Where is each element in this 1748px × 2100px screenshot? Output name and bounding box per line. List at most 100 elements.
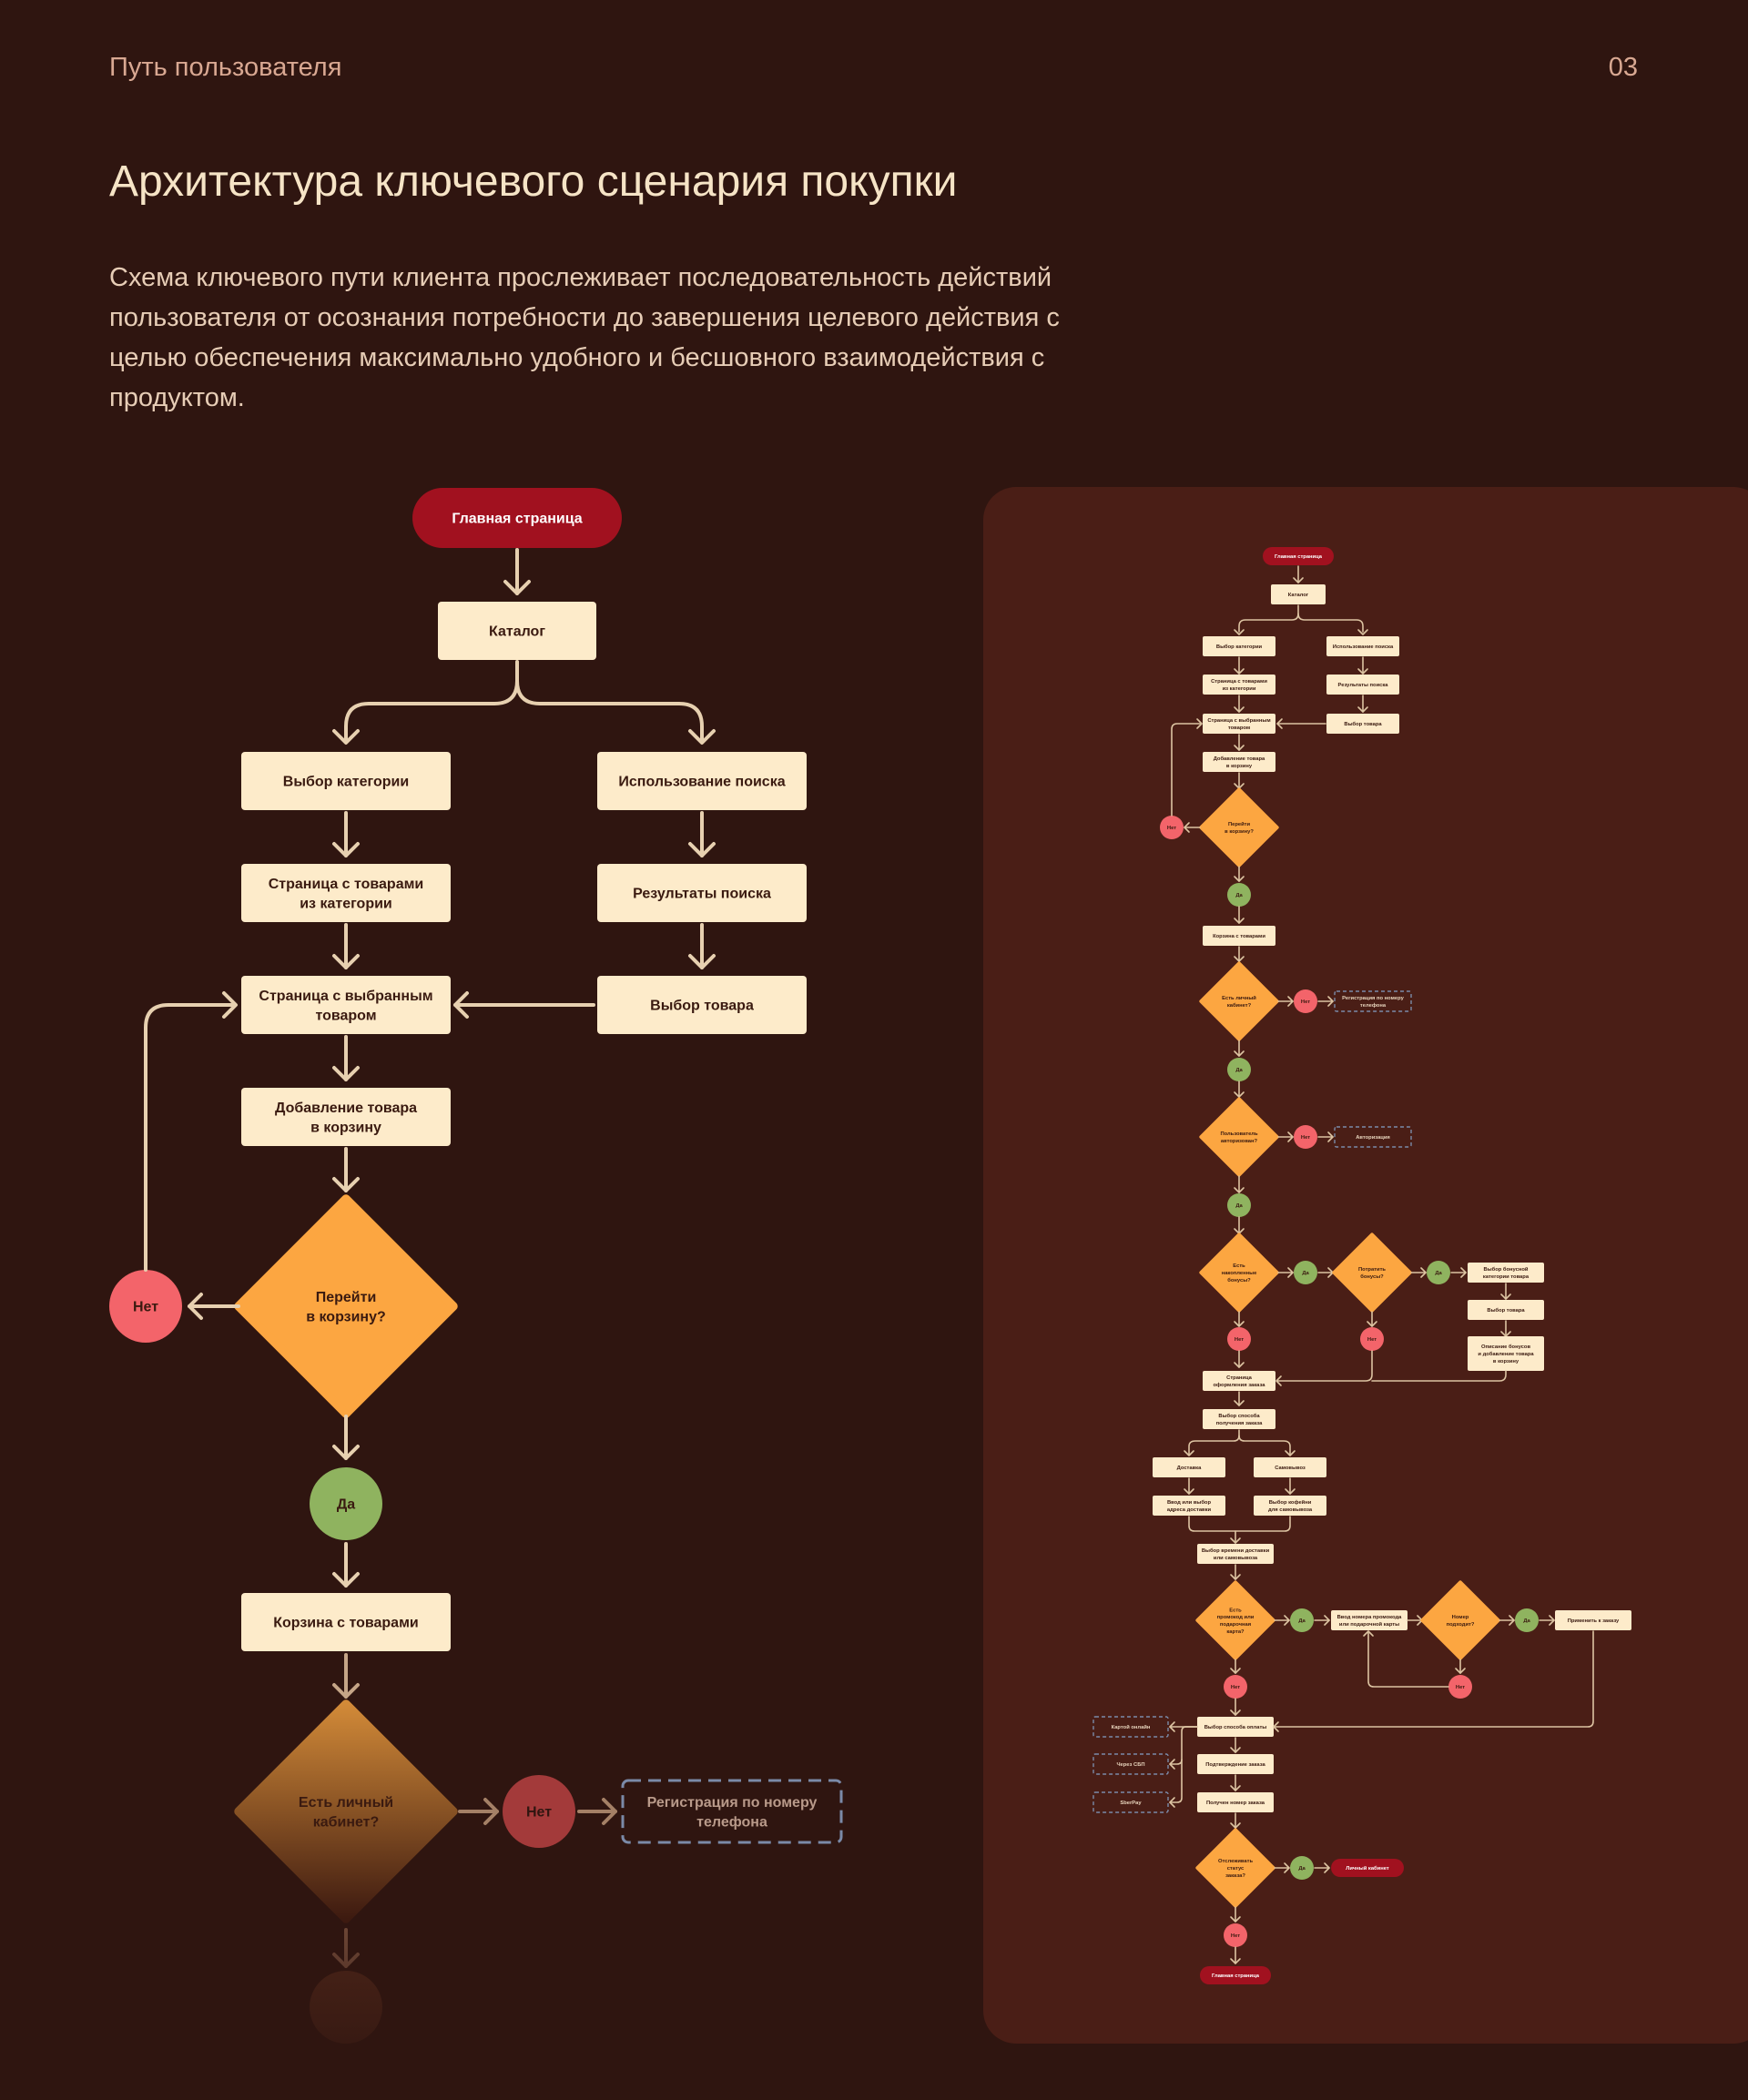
mini-a48-head (1230, 1916, 1241, 1922)
mini-yes-5 (1427, 1261, 1450, 1284)
mini-payment (1197, 1717, 1274, 1737)
mini-yes-8 (1290, 1856, 1314, 1880)
choose-category-label: Выбор категории (283, 775, 409, 790)
mini-loop-head (1196, 718, 1203, 729)
mini-bonus-category (1468, 1263, 1544, 1283)
mini-a3-head (1357, 668, 1368, 675)
mini-sbp (1092, 1753, 1169, 1775)
mini-yes-2 (1227, 1058, 1251, 1081)
account-no-label: Нет (526, 1805, 552, 1821)
add-to-cart-box (241, 1088, 451, 1146)
mini-add-to-cart (1203, 752, 1275, 772)
lead-paragraph: Схема ключевого пути клиента прослеживае… (109, 263, 1060, 412)
start-label: Главная страница (452, 512, 582, 527)
category-products-box (241, 864, 451, 922)
mini-search-results (1326, 675, 1399, 695)
mini-a40-head (1455, 1668, 1466, 1674)
mini-promo-valid (1420, 1580, 1500, 1660)
mini-yes-1 (1227, 883, 1251, 907)
use-search-box (597, 752, 807, 810)
mini-branch-l-head (1234, 629, 1245, 635)
mini-order-number (1197, 1792, 1274, 1812)
mini-receive (1203, 1409, 1275, 1429)
cart-box (241, 1593, 451, 1651)
mini-a23-head (1420, 1267, 1427, 1278)
mini-a17-head (1287, 1131, 1294, 1142)
mini-account (1331, 1859, 1404, 1877)
arrow-choose-selected-head (453, 991, 469, 1019)
mini-apply-join (1274, 1630, 1594, 1728)
arrow-add-decision-head (332, 1177, 360, 1192)
mini-no-6-label: Нет (1456, 1685, 1465, 1690)
mini-no-7 (1224, 1675, 1247, 1699)
mini-has-bonuses (1199, 1233, 1279, 1313)
mini-phone-registration (1334, 990, 1412, 1012)
mini-retry (1367, 1632, 1449, 1688)
mini-a19-head (1234, 1187, 1245, 1193)
mini-a43-head (1230, 1747, 1241, 1753)
mini-a14-head (1327, 996, 1334, 1007)
arrow-decision-no-head (188, 1293, 203, 1320)
mini-has-promo (1195, 1580, 1275, 1660)
mini-a24-head (1460, 1267, 1467, 1278)
mini-confirm-label: Подтверждение заказа (1205, 1762, 1265, 1768)
mini-retry-head (1363, 1630, 1374, 1637)
choose-product-box (597, 976, 807, 1034)
mini-pay-3-head (1169, 1797, 1175, 1808)
mini-catalog (1271, 584, 1326, 604)
mini-checkout (1203, 1371, 1275, 1391)
mini-apply (1555, 1610, 1631, 1630)
arrow-account-no-head (483, 1798, 499, 1825)
mini-card-online-label: Картой онлайн (1112, 1724, 1151, 1730)
catalog-label: Каталог (489, 624, 545, 640)
section-label: Путь пользователя (109, 53, 342, 82)
mini-account-label: Личный кабинет (1346, 1865, 1389, 1872)
mini-a44-head (1230, 1785, 1241, 1791)
mini-order-number-label: Получен номер заказа (1206, 1801, 1265, 1806)
mini-a6-head (1276, 718, 1283, 729)
cart-label: Корзина с товарами (273, 1616, 419, 1631)
arrow-selected-add-head (332, 1066, 360, 1081)
mini-join-1 (1276, 1350, 1373, 1382)
loop-back-head (222, 991, 238, 1019)
mini-payment-label: Выбор способа оплаты (1204, 1724, 1267, 1730)
yes-circle (310, 1467, 382, 1540)
mini-enter-promo (1331, 1610, 1408, 1630)
mini-track (1195, 1828, 1275, 1908)
mini-end-label: Главная страница (1212, 1973, 1260, 1979)
mini-a28-head (1367, 1321, 1377, 1327)
mini-use-search-label: Использование поиска (1333, 644, 1394, 650)
use-search-label: Использование поиска (618, 775, 785, 790)
mini-card-online (1092, 1716, 1169, 1738)
arrow-cat-products-head (332, 842, 360, 857)
search-results-box (597, 864, 807, 922)
mini-sberpay-label: SberPay (1120, 1801, 1142, 1806)
mini-use-search (1326, 636, 1399, 656)
mini-authorized (1199, 1097, 1279, 1177)
mini-branch-r (1297, 613, 1364, 633)
mini-pickup-cafe (1254, 1496, 1326, 1516)
arrow-start-catalog-head (503, 580, 531, 595)
mini-no-7-label: Нет (1231, 1685, 1240, 1690)
start-terminal (412, 488, 622, 548)
mini-a21-head (1287, 1267, 1294, 1278)
mini-a29-head (1234, 1362, 1245, 1368)
arrow-search-results-head (688, 842, 716, 857)
mini-merge (1188, 1516, 1291, 1532)
arrow-cart-account-head (332, 1683, 360, 1699)
yes-label: Да (337, 1497, 355, 1513)
mini-yes-7 (1515, 1608, 1539, 1632)
mini-a49-head (1230, 1958, 1241, 1964)
account-no-circle (503, 1775, 575, 1848)
